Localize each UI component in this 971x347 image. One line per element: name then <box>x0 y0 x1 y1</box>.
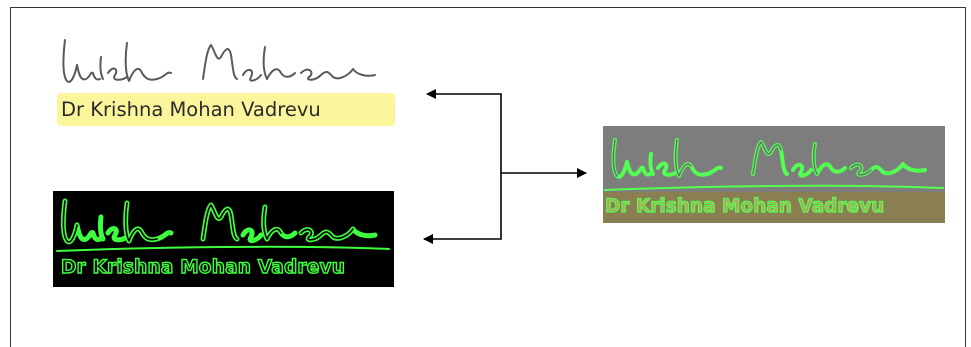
overlay-signature-panel: Dr Krishna Mohan Vadrevu <box>603 126 945 223</box>
handwritten-signature-edges <box>56 198 390 252</box>
arrow-to-edge <box>423 173 502 244</box>
handwritten-signature-original <box>62 39 376 83</box>
original-signature-panel: Dr Krishna Mohan Vadrevu <box>53 35 398 132</box>
connector-arrows <box>423 89 587 244</box>
name-band <box>603 192 945 223</box>
edge-detected-signature-panel: Dr Krishna Mohan Vadrevu <box>53 191 394 287</box>
printed-name: Dr Krishna Mohan Vadrevu <box>61 98 321 121</box>
printed-name-edges: Dr Krishna Mohan Vadrevu <box>60 256 346 278</box>
handwritten-signature-overlay <box>604 138 944 191</box>
name-highlight <box>57 93 395 126</box>
arrow-to-original <box>426 89 502 173</box>
printed-name-overlay: Dr Krishna Mohan Vadrevu <box>604 195 885 217</box>
figure-frame <box>10 7 966 347</box>
